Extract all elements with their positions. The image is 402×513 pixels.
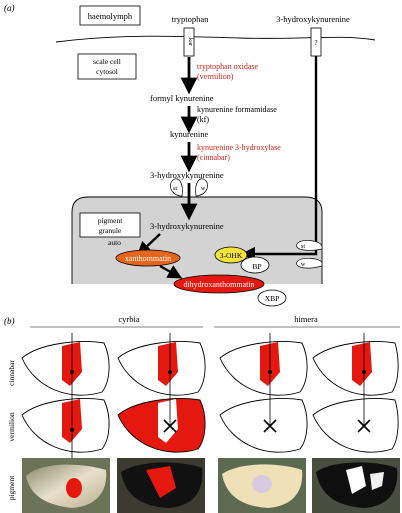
- group-cyrbia-label: cyrbia: [118, 314, 139, 324]
- dihydroxanthommatin-oval: [173, 274, 265, 294]
- row-pigment-label: pigment: [7, 475, 16, 500]
- tryptophan-label: tryptophan: [172, 14, 210, 24]
- w-transporter-top: w: [195, 178, 208, 197]
- haemolymph-box: [79, 5, 141, 26]
- granule-label-1: pigment: [98, 216, 123, 225]
- wing-himera-vermilion-1: [219, 398, 308, 453]
- w-transporter-side: w: [296, 258, 323, 269]
- photo-cyrbia-1: [22, 458, 110, 513]
- auto-label: auto: [108, 238, 121, 247]
- probe-dot-2: [168, 370, 172, 374]
- group-himera-label: himera: [294, 314, 318, 324]
- enzyme-vermilion-line1: tryptophan oxidase: [197, 62, 259, 71]
- ohk-label: 3-OHK: [220, 251, 243, 260]
- cell-membrane: [55, 35, 376, 43]
- cytosol-box: [77, 53, 137, 80]
- photo-himera-2: [312, 458, 400, 513]
- wing-himera-vermilion-2: [312, 398, 399, 453]
- granule-box: [79, 212, 141, 238]
- wing-cyrbia-cinnabar-1: [21, 341, 110, 396]
- photo-cyrbia-2: [117, 458, 205, 513]
- row-vermilion-label: vermilion: [7, 412, 16, 441]
- wing-himera-cinnabar-2: [312, 341, 399, 396]
- hk-in-granule-label: 3-hydroxykynurenine: [150, 221, 224, 231]
- probe-dot-1b: [70, 428, 74, 432]
- dihydroxanthommatin-label: dihydroxanthommatin: [183, 280, 254, 289]
- xanthommatin-oval: [115, 249, 181, 267]
- probe-dot-1a: [70, 370, 74, 374]
- w-label-side: w: [301, 262, 306, 268]
- enzyme-vermilion-line2: (vermilion): [197, 72, 234, 81]
- arrow-hk-uptake: [240, 56, 318, 262]
- wing-himera-cinnabar-1: [219, 341, 308, 396]
- xbp-label: XBP: [265, 294, 280, 303]
- cytosol-label-2: cytosol: [96, 67, 118, 76]
- panel-b-label: (b): [4, 316, 15, 326]
- kar-transporter: [183, 27, 195, 57]
- xbp-oval: [257, 289, 287, 307]
- enzyme-cinnabar-line2: (cinnabar): [197, 153, 230, 162]
- kynurenine-label: kynurenine: [170, 129, 208, 139]
- st-transporter-side: st: [296, 240, 323, 251]
- unknown-transporter-label: ?: [314, 39, 317, 47]
- st-label-side: st: [301, 244, 305, 250]
- haemolymph-label: haemolymph: [88, 11, 133, 21]
- enzyme-cinnabar-line1: kynurenine 3-hydroxylase: [197, 143, 281, 152]
- hk-mid-label: 3-hydroxykynurenine: [150, 170, 224, 180]
- probe-dot-3: [268, 370, 272, 374]
- enzyme-kf-line1: kynurenine formamidase: [197, 105, 277, 114]
- bp-label: BP: [252, 262, 261, 271]
- cytosol-label-1: scale cell: [93, 57, 121, 66]
- enzyme-kf-line2: (kf): [197, 115, 209, 124]
- photo-himera-1: [218, 458, 306, 513]
- xanthommatin-label: xanthommatin: [125, 254, 171, 263]
- wing-cyrbia-vermilion-1: [21, 398, 110, 453]
- probe-dot-4: [362, 370, 366, 374]
- row-cinnabar-label: cinnabar: [7, 360, 16, 386]
- wing-cyrbia-cinnabar-2: [117, 341, 206, 396]
- st-label-top: st: [173, 186, 177, 192]
- wing-cyrbia-vermilion-2: [117, 398, 206, 453]
- arrow-xanthommatin-to-dihydro: [159, 264, 183, 279]
- ohk-oval: [214, 246, 248, 264]
- w-label-top: w: [201, 186, 206, 192]
- formyl-kynurenine-label: formyl kynurenine: [150, 93, 214, 103]
- kar-label: kar: [187, 38, 194, 47]
- hk-top-label: 3-hydroxykynurenine: [276, 14, 350, 24]
- bp-oval: [240, 256, 270, 274]
- st-transporter-top: st: [170, 178, 183, 197]
- granule-label-2: granule: [99, 226, 122, 235]
- arrow-hk-to-xanthommatin: [136, 233, 161, 256]
- panel-a-label: (a): [4, 3, 15, 13]
